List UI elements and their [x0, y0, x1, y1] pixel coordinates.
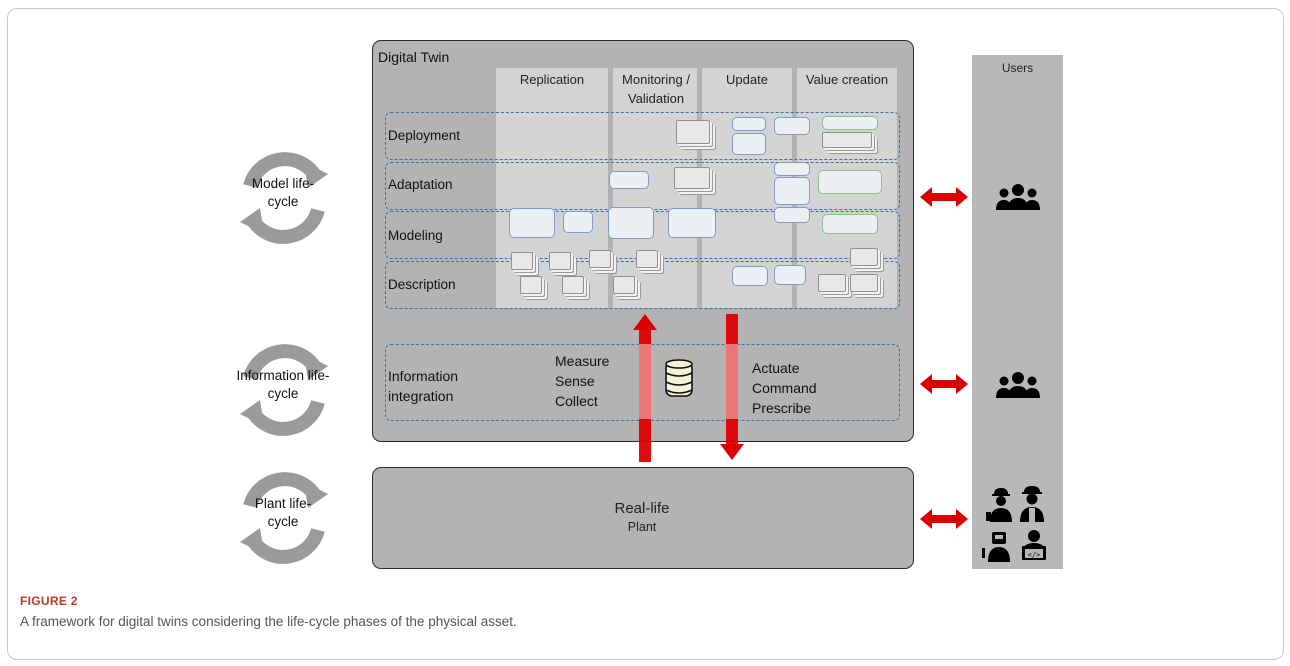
svg-text:</>: </>: [1028, 551, 1041, 559]
doc-stack: [549, 252, 571, 270]
users-title: Users: [1001, 61, 1034, 75]
doc-stack: [674, 167, 710, 189]
process-box: [608, 207, 654, 239]
doc-stack: [676, 120, 710, 144]
process-box: [774, 177, 810, 205]
measure-list: Measure Sense Collect: [555, 351, 609, 411]
actuate-list: Actuate Command Prescribe: [752, 358, 817, 418]
plant-subtitle: Plant: [627, 520, 657, 534]
measure-item: Measure: [555, 353, 610, 369]
layer-label-adaptation: Adaptation: [388, 177, 453, 192]
worker-icons: </>: [982, 486, 1046, 562]
process-box: [822, 116, 878, 130]
figure-label: FIGURE 2: [20, 594, 78, 608]
user-group-icon: [996, 184, 1040, 210]
layer-label-description: Description: [388, 277, 456, 292]
process-box: [774, 162, 810, 176]
actuate-item: Command: [752, 380, 817, 396]
process-box: [774, 265, 806, 285]
column-header-monitoring: Monitoring / Validation: [622, 72, 690, 106]
column-header-update: Update: [726, 72, 768, 87]
actuate-item: Actuate: [752, 360, 800, 376]
measure-item: Collect: [555, 393, 598, 409]
process-box: [732, 133, 766, 155]
process-box: [732, 117, 766, 131]
plant-title: Real-life: [614, 500, 670, 517]
arrow-overlay: [639, 344, 651, 419]
process-box: [818, 170, 882, 194]
double-arrow: [920, 374, 968, 394]
process-box: [822, 214, 878, 234]
doc-stack: [636, 250, 658, 268]
process-box: [609, 171, 649, 189]
actuate-item: Prescribe: [752, 400, 812, 416]
digital-twin-title: Digital Twin: [378, 49, 450, 65]
doc-stack: [850, 248, 878, 266]
plant-lifecycle-label: Plant life-cycle: [254, 496, 312, 529]
model-lifecycle-label: Model life-cycle: [251, 176, 315, 209]
doc-stack: [562, 276, 584, 294]
column-header-value-creation: Value creation: [805, 72, 889, 87]
layer-deployment: [385, 112, 900, 160]
cycle-arrows-icon: [240, 152, 328, 244]
double-arrow: [920, 509, 968, 529]
cycle-arrows-icon: [240, 472, 328, 564]
measure-item: Sense: [555, 373, 595, 389]
doc-stack: [511, 252, 533, 270]
information-integration-label: Information integration: [388, 368, 459, 404]
double-arrow: [920, 187, 968, 207]
column-header-replication: Replication: [519, 72, 585, 87]
doc-stack: [822, 132, 872, 148]
doc-stack: [613, 276, 635, 294]
process-box: [774, 117, 810, 135]
layer-label-modeling: Modeling: [388, 228, 443, 243]
figure-caption: A framework for digital twins considerin…: [20, 614, 517, 629]
cycle-arrows-icon: [240, 344, 328, 436]
doc-stack: [818, 274, 846, 292]
doc-stack: [850, 274, 878, 292]
layer-label-deployment: Deployment: [388, 128, 461, 143]
doc-stack: [589, 250, 611, 268]
plant-box: [372, 467, 914, 569]
process-box: [509, 208, 555, 238]
database-icon: [665, 359, 693, 397]
process-box: [668, 208, 716, 238]
information-lifecycle-label: Information life-cycle: [236, 368, 330, 401]
users-column: [972, 55, 1063, 569]
arrow-overlay: [726, 344, 738, 419]
process-box: [563, 211, 593, 233]
doc-stack: [520, 276, 542, 294]
down-arrow: [720, 314, 744, 460]
process-box: [732, 266, 768, 286]
process-box: [774, 207, 810, 223]
user-group-icon: [996, 372, 1040, 398]
up-arrow: [633, 314, 657, 462]
